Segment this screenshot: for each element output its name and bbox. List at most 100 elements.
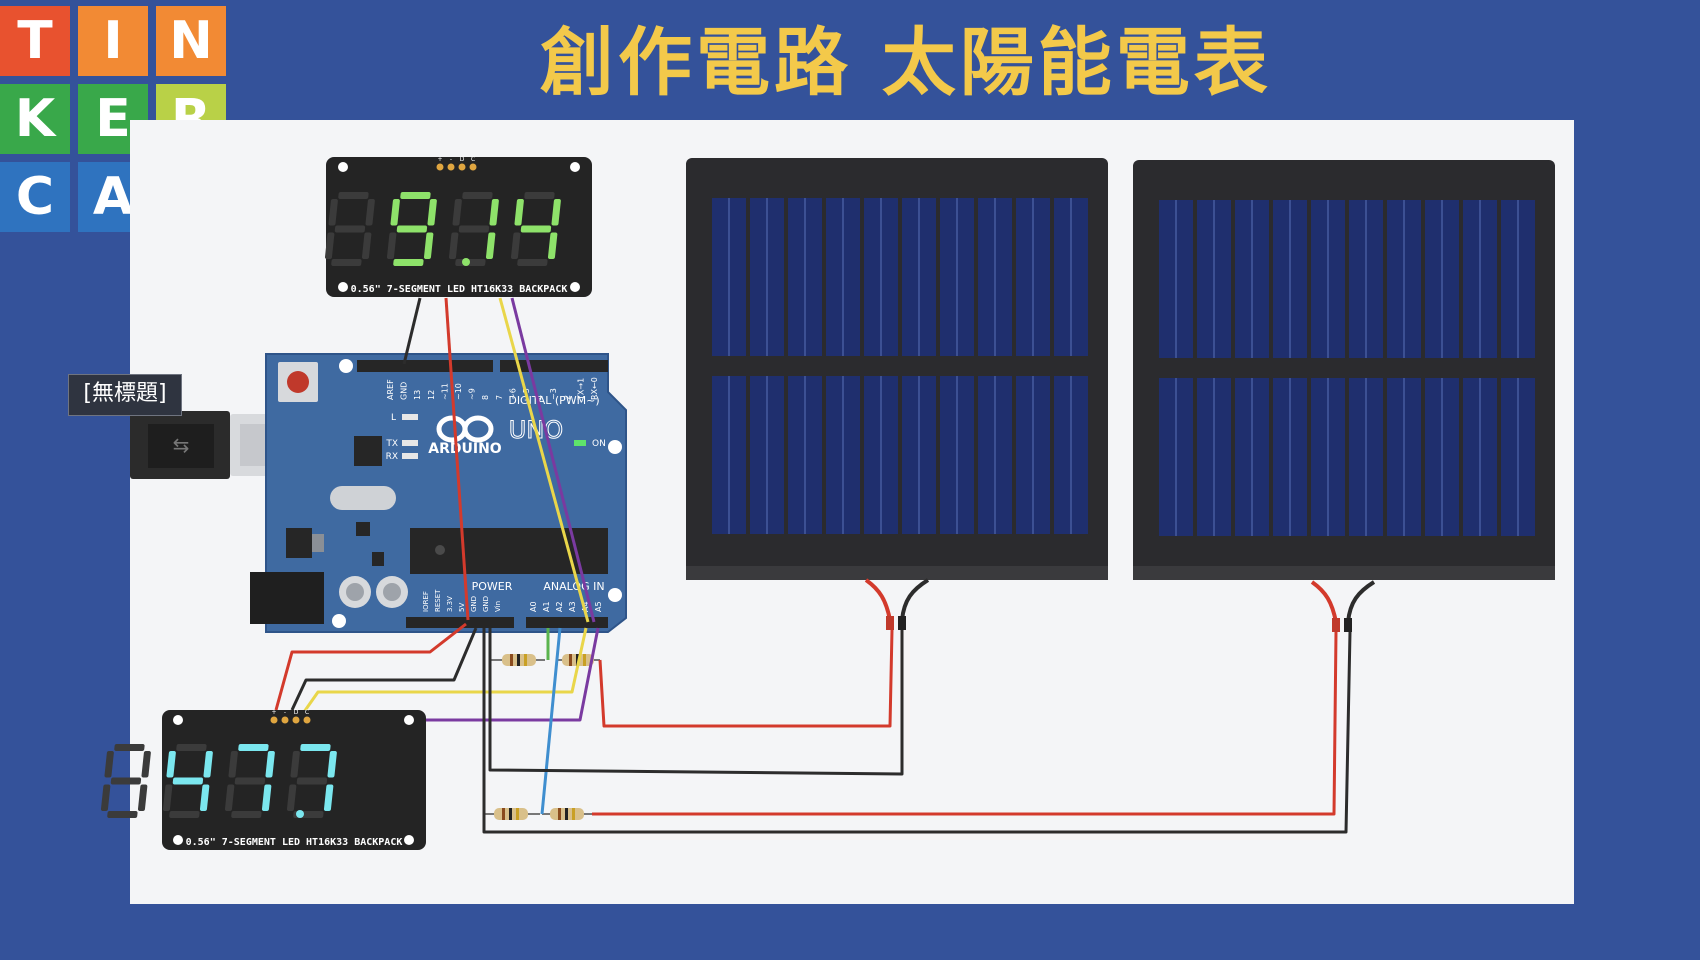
top-pin-label: ~9	[468, 388, 477, 400]
arduino-infinity-logo	[436, 415, 494, 443]
top-pin-label: ~3	[549, 388, 558, 400]
solar-panel-2[interactable]	[1133, 160, 1555, 632]
segment-g	[172, 777, 204, 785]
display-pin	[270, 716, 278, 724]
resistor-r1[interactable]	[490, 654, 545, 666]
wires[interactable]	[274, 297, 1352, 834]
decimal-point	[296, 810, 304, 818]
display-pin-label: +	[437, 156, 442, 163]
segment-a	[300, 744, 331, 751]
power-pin-label: RESET	[434, 589, 442, 612]
logo-tile-n: N	[156, 6, 226, 76]
power-pin-label: Vin	[494, 601, 502, 612]
segment-e	[324, 232, 335, 259]
power-pin-label: GND	[482, 596, 490, 612]
segment-a	[114, 744, 145, 751]
top-pin-label: 4	[536, 395, 545, 400]
segment-e	[100, 784, 111, 811]
display-pin-label: D	[460, 156, 465, 163]
segment-a	[238, 744, 269, 751]
tx-label: TX	[385, 439, 398, 449]
segment-c	[323, 784, 334, 811]
segment-f	[228, 751, 238, 778]
display-pin-label: D	[294, 709, 299, 716]
segment-f	[104, 751, 114, 778]
display-pin	[292, 716, 300, 724]
power-pin-label: 5V	[458, 603, 466, 612]
segment-c	[199, 784, 210, 811]
power-pin-label: 3.3V	[446, 596, 454, 612]
segment-b	[489, 199, 499, 226]
display-bottom-label: 0.56" 7-SEGMENT LED HT16K33 BACKPACK	[186, 837, 403, 848]
segment-e	[162, 784, 173, 811]
logo-tile-t: T	[0, 6, 70, 76]
resistor-r4[interactable]	[542, 808, 592, 820]
analog-pin-label: A5	[594, 601, 603, 612]
segment-d	[169, 811, 200, 818]
segment-e	[448, 232, 459, 259]
display-pin	[281, 716, 289, 724]
wire-top-vcc	[444, 297, 470, 621]
segment-g	[296, 777, 328, 785]
wire-bot-gnd	[290, 627, 478, 711]
solar-panel-1[interactable]	[686, 158, 1108, 630]
wire-solar1-pos	[598, 629, 894, 728]
segment-a	[462, 192, 493, 199]
wire-top-scl	[510, 297, 596, 623]
digital-label: DIGITAL (PWM~)	[508, 394, 599, 407]
segment-b	[427, 199, 437, 226]
segment-f	[390, 199, 400, 226]
rx-label: RX	[386, 452, 398, 462]
segment-g	[520, 225, 552, 233]
segment-c	[423, 232, 434, 259]
segment-b	[365, 199, 375, 226]
segment-d	[517, 259, 548, 266]
segment-f	[290, 751, 300, 778]
segment-d	[455, 259, 486, 266]
segment-a	[176, 744, 207, 751]
segment-b	[265, 751, 275, 778]
top-pin-label: RX←0	[590, 377, 599, 400]
logo-tile-c: C	[0, 162, 70, 232]
segment-g	[334, 225, 366, 233]
segment-f	[166, 751, 176, 778]
top-pin-label: TX→1	[576, 378, 585, 401]
resistor-r3[interactable]	[484, 808, 540, 820]
segment-g	[110, 777, 142, 785]
l-label: L	[391, 413, 396, 423]
power-label: POWER	[472, 580, 513, 593]
wire-bot-vcc	[274, 622, 467, 711]
wire-bot-scl	[408, 627, 600, 722]
display-pin	[447, 163, 455, 171]
segment-c	[361, 232, 372, 259]
wire-a1	[540, 627, 562, 815]
wire-solar1-neg	[488, 630, 904, 776]
top-pin-label: ~10	[454, 383, 463, 400]
display-pin-label: C	[471, 156, 475, 163]
power-pin-label: IOREF	[422, 591, 430, 612]
arduino-uno-board[interactable]	[250, 353, 627, 633]
segment-a	[338, 192, 369, 199]
segment-d	[393, 259, 424, 266]
segment-f	[514, 199, 524, 226]
page-title: 創作電路 太陽能電表	[540, 20, 1272, 106]
power-pin-label: GND	[470, 596, 478, 612]
segment-b	[551, 199, 561, 226]
segment-f	[452, 199, 462, 226]
segment-g	[396, 225, 428, 233]
wire-solar2-neg	[482, 631, 1352, 834]
arduino-brand: ARDUINO	[428, 441, 502, 457]
wire-top-gnd	[402, 297, 422, 365]
logo-tile-k: K	[0, 84, 70, 154]
top-pin-label: 13	[413, 390, 422, 400]
segment-d	[231, 811, 262, 818]
top-pin-label: 2	[563, 395, 572, 400]
segment-e	[286, 784, 297, 811]
segment-c	[485, 232, 496, 259]
segment-d	[107, 811, 138, 818]
segment-e	[224, 784, 235, 811]
decimal-point	[462, 258, 470, 266]
